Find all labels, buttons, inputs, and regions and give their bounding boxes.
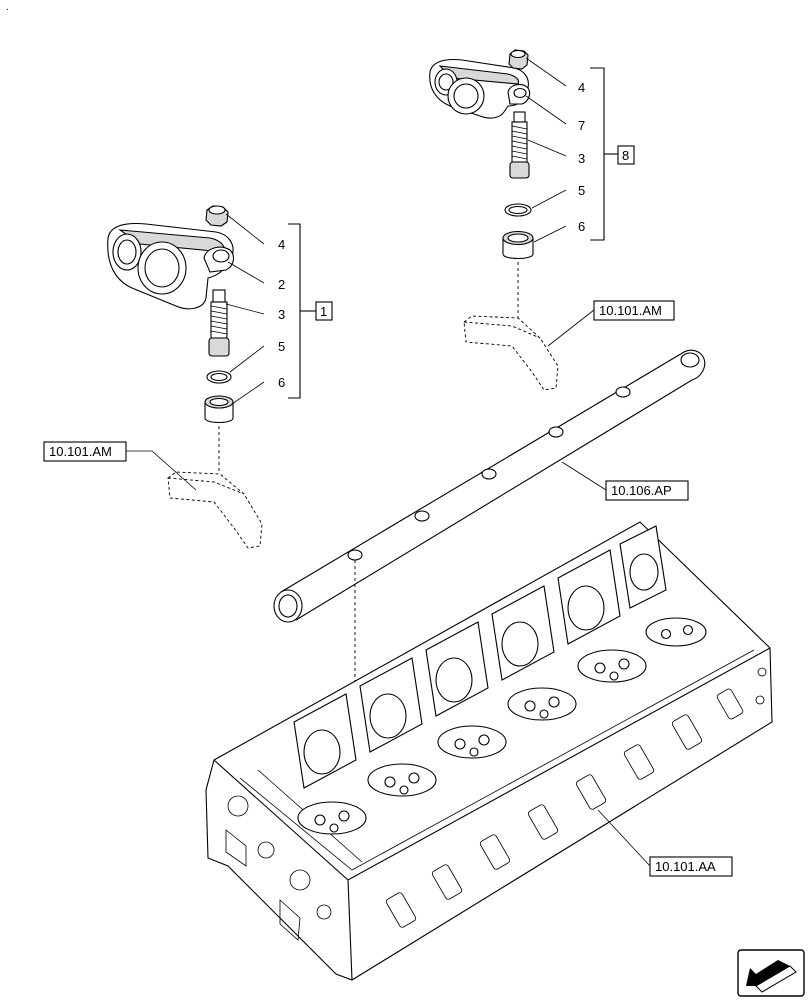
callout-right-4: 4: [578, 80, 585, 95]
kit-label-left: 1: [320, 304, 327, 319]
callout-right-5: 5: [578, 183, 585, 198]
callout-right-7: 7: [578, 118, 585, 133]
nut-right: [508, 49, 529, 70]
corner-mark: .: [6, 2, 9, 13]
ref-rocker-shaft: 10.106.AP: [611, 483, 672, 498]
shaft-oil-holes: [347, 386, 631, 561]
support-phantom-right: [463, 315, 559, 391]
ref-rocker-support-left: 10.101.AM: [49, 444, 112, 459]
rocker-arm-right: [429, 58, 531, 119]
cam-towers: [293, 525, 667, 789]
valve-pockets: [297, 617, 707, 835]
arrow-icon[interactable]: [737, 949, 805, 997]
callout-left-2: 2: [278, 277, 285, 292]
adjusting-screw-right: [509, 111, 530, 179]
snap-ring-right: [504, 203, 532, 217]
ref-rocker-support-right: 10.101.AM: [599, 303, 662, 318]
side-ports: [385, 688, 744, 928]
callout-right-3: 3: [578, 151, 585, 166]
callout-left-6: 6: [278, 375, 285, 390]
rocker-assembly-left: [107, 205, 333, 549]
callout-left-5: 5: [278, 339, 285, 354]
tappet-cup-left: [204, 395, 234, 424]
kit-label-right: 8: [622, 148, 629, 163]
cylinder-head: [205, 521, 773, 981]
adjusting-screw-left: [208, 289, 230, 357]
callout-left-4: 4: [278, 237, 285, 252]
tappet-cup-right: [502, 230, 534, 260]
rocker-assembly-right: [429, 49, 635, 391]
callout-left-3: 3: [278, 307, 285, 322]
end-face: [225, 667, 767, 941]
ref-cylinder-head: 10.101.AA: [655, 859, 716, 874]
support-phantom-left: [167, 471, 263, 549]
callout-right-6: 6: [578, 219, 585, 234]
nut-left: [205, 205, 229, 227]
rocker-arm-left: [107, 222, 235, 310]
snap-ring-left: [206, 370, 232, 384]
